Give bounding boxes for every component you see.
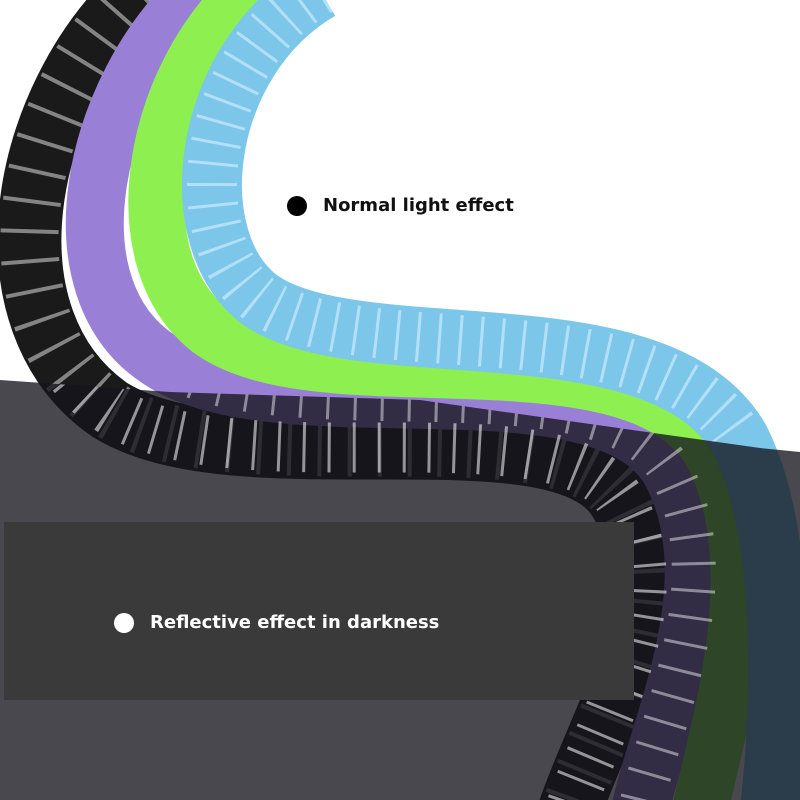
dark-panel	[4, 522, 634, 700]
normal-light-text: Normal light effect	[323, 195, 514, 216]
bullet-dot-icon	[114, 612, 134, 633]
reflective-label: Reflective effect in darkness	[114, 612, 439, 633]
bullet-dot-icon	[287, 195, 307, 216]
reflective-text: Reflective effect in darkness	[150, 612, 440, 633]
normal-light-label: Normal light effect	[287, 195, 514, 216]
